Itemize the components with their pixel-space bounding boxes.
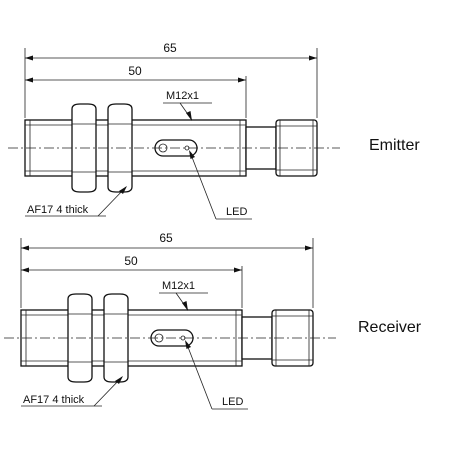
dimension-thread: 50 — [21, 254, 242, 273]
dimension-thread: 50 — [25, 64, 246, 83]
led-label: LED — [226, 206, 247, 218]
thread-callout: M12x1 — [163, 90, 212, 121]
emitter-drawing: 65 50 — [8, 41, 420, 220]
dimension-overall: 65 — [21, 231, 313, 251]
dimension-thread-label: 50 — [128, 64, 142, 78]
thread-label: M12x1 — [162, 280, 195, 292]
dimension-overall-label: 65 — [163, 41, 177, 55]
led-callout: LED — [185, 340, 248, 410]
led-callout: LED — [189, 150, 252, 220]
nut-label: AF17 4 thick — [27, 204, 89, 216]
receiver-drawing: 65 50 — [4, 231, 422, 410]
nut-callout: AF17 4 thick — [21, 376, 123, 407]
thread-label: M12x1 — [166, 90, 199, 102]
led-label: LED — [222, 396, 243, 408]
nut-label: AF17 4 thick — [23, 394, 85, 406]
sensor-name-receiver: Receiver — [358, 319, 422, 336]
nut-callout: AF17 4 thick — [25, 186, 127, 217]
dimension-thread-label: 50 — [124, 254, 138, 268]
dimension-overall: 65 — [25, 41, 317, 61]
sensor-name-emitter: Emitter — [369, 137, 420, 154]
dimension-overall-label: 65 — [159, 231, 173, 245]
thread-callout: M12x1 — [159, 280, 208, 311]
